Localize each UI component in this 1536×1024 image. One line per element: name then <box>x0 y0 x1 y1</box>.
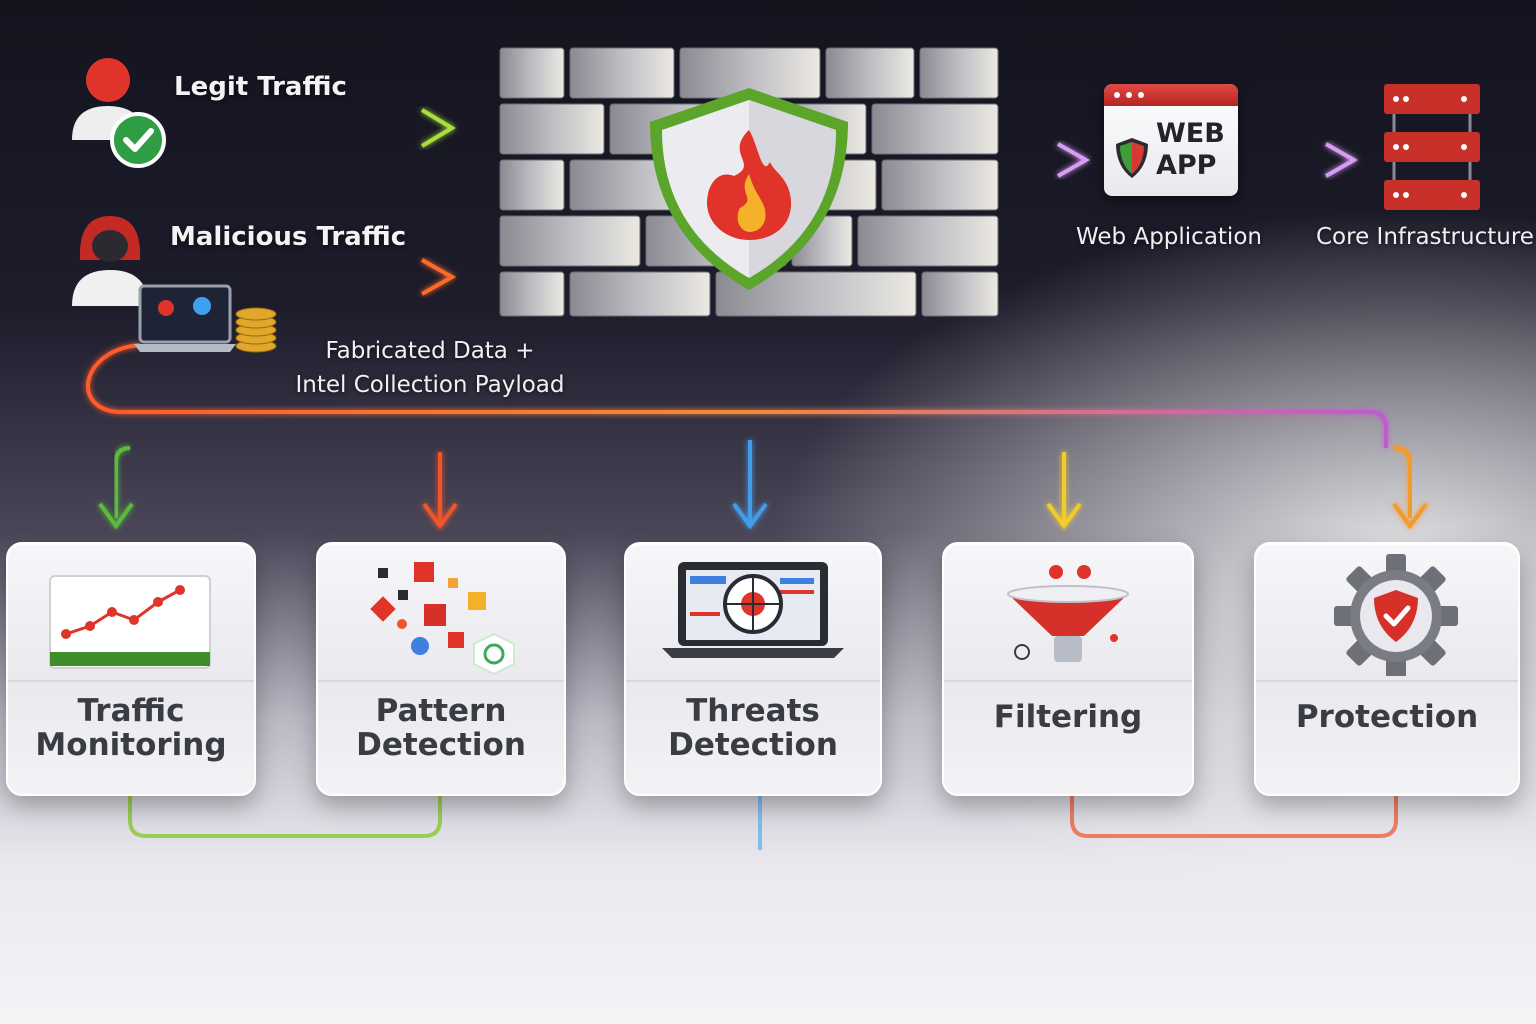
funnel-icon <box>1007 565 1129 662</box>
gear-shield-icon <box>1334 554 1458 676</box>
web-app-icon: WEB APP <box>1104 84 1238 196</box>
firewall-shield-icon <box>650 88 848 290</box>
firewall-brick-wall <box>499 47 999 317</box>
payload-loop-line <box>86 343 1388 448</box>
legit-traffic-label: Legit Traffic <box>174 72 347 102</box>
malicious-arrow <box>148 258 457 296</box>
server-rack-icon <box>1384 84 1480 210</box>
legit-user-icon <box>72 58 166 168</box>
bottom-link-left <box>128 796 442 838</box>
laptop-radar-icon <box>662 562 844 658</box>
bottom-link-right <box>1070 796 1398 838</box>
payload-laptop-coins-icon <box>134 284 277 353</box>
payload-caption: Fabricated Data + Intel Collection Paylo… <box>240 334 620 402</box>
module-label: Filtering <box>993 699 1143 735</box>
core-infrastructure-label: Core Infrastructure <box>1316 224 1534 250</box>
pattern-shapes-icon <box>370 562 515 676</box>
module-card-protection: Protection <box>1254 542 1520 796</box>
infra-arrow <box>1240 142 1359 178</box>
module-card-filtering: Filtering <box>942 542 1194 796</box>
malicious-user-icon <box>72 216 148 306</box>
monitor-chart-icon <box>49 575 211 669</box>
web-app-shield-icon <box>1116 138 1148 178</box>
webapp-arrow <box>998 142 1091 178</box>
web-app-icon-text-1: WEB <box>1156 118 1225 149</box>
web-application-label: Web Application <box>1076 224 1262 250</box>
module-label: Protection <box>1295 699 1479 735</box>
payload-line-1: Fabricated Data + <box>325 338 535 364</box>
malicious-traffic-label: Malicious Traffic <box>170 222 407 252</box>
legit-arrow <box>160 108 456 148</box>
payload-line-2: Intel Collection Payload <box>295 372 565 398</box>
web-app-icon-text-2: APP <box>1156 150 1217 181</box>
